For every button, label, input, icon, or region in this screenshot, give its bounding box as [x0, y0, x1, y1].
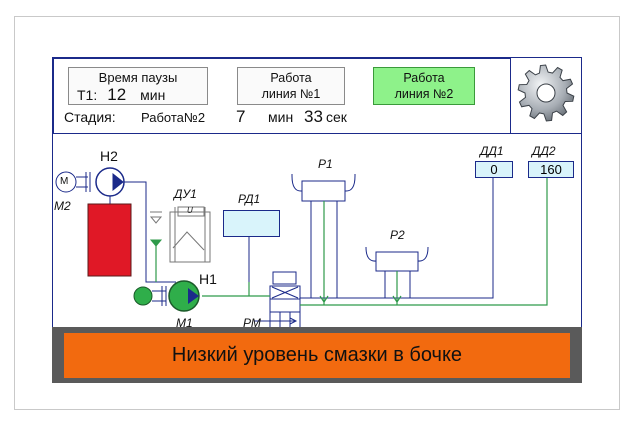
sensor-dd1-readout: 0	[475, 161, 513, 178]
label-p2: Р2	[390, 228, 405, 242]
line-1-button[interactable]: Работа линия №1	[237, 67, 345, 105]
gear-icon[interactable]	[516, 63, 576, 123]
label-motor-m: М	[60, 176, 69, 187]
stage-minutes: 7	[236, 107, 246, 126]
pause-title: Время паузы	[98, 70, 178, 85]
hmi-panel	[52, 57, 582, 383]
pause-row: Т1: 12 мин	[77, 85, 165, 105]
label-pm: РМ	[243, 316, 261, 330]
stage-min-unit: мин	[268, 109, 294, 125]
pause-t-label: Т1:	[77, 87, 98, 103]
label-rd1: РД1	[238, 192, 261, 206]
sensor-dd2-readout: 160	[528, 161, 574, 178]
pause-value[interactable]: 12	[107, 85, 127, 104]
header-divider	[511, 133, 581, 134]
line-1-button-label-1: Работа	[270, 71, 312, 85]
pressure-relay-rd1[interactable]	[223, 210, 280, 237]
label-p1: Р1	[318, 157, 333, 171]
line-2-button-label-2: линия №2	[394, 87, 454, 101]
motor-m2-symbol	[55, 171, 77, 193]
label-dd2: ДД2	[532, 144, 556, 158]
pause-time-box[interactable]: Время паузы Т1: 12 мин	[68, 67, 208, 105]
line-2-button[interactable]: Работа линия №2	[373, 67, 475, 105]
stage-label: Стадия:	[64, 109, 116, 125]
line-2-button-label-1: Работа	[403, 71, 445, 85]
label-dd1: ДД1	[480, 144, 504, 158]
stage-seconds: 33	[304, 107, 323, 126]
label-m1: М1	[176, 316, 193, 330]
line-1-button-label-2: линия №1	[261, 87, 321, 101]
stage-value: Работа№2	[141, 110, 206, 125]
stage-sec-unit: сек	[326, 109, 347, 125]
pause-unit: мин	[140, 87, 166, 103]
alarm-message: Низкий уровень смазки в бочке	[64, 333, 570, 378]
label-h1: Н1	[199, 271, 217, 287]
label-du1: ДУ1	[174, 187, 197, 201]
oil-tank	[87, 203, 132, 277]
label-h2: Н2	[100, 148, 118, 164]
label-m2: М2	[54, 199, 71, 213]
header-panel	[53, 58, 511, 134]
motor-m1-symbol	[133, 286, 153, 306]
label-du1-inner: U	[187, 206, 193, 215]
